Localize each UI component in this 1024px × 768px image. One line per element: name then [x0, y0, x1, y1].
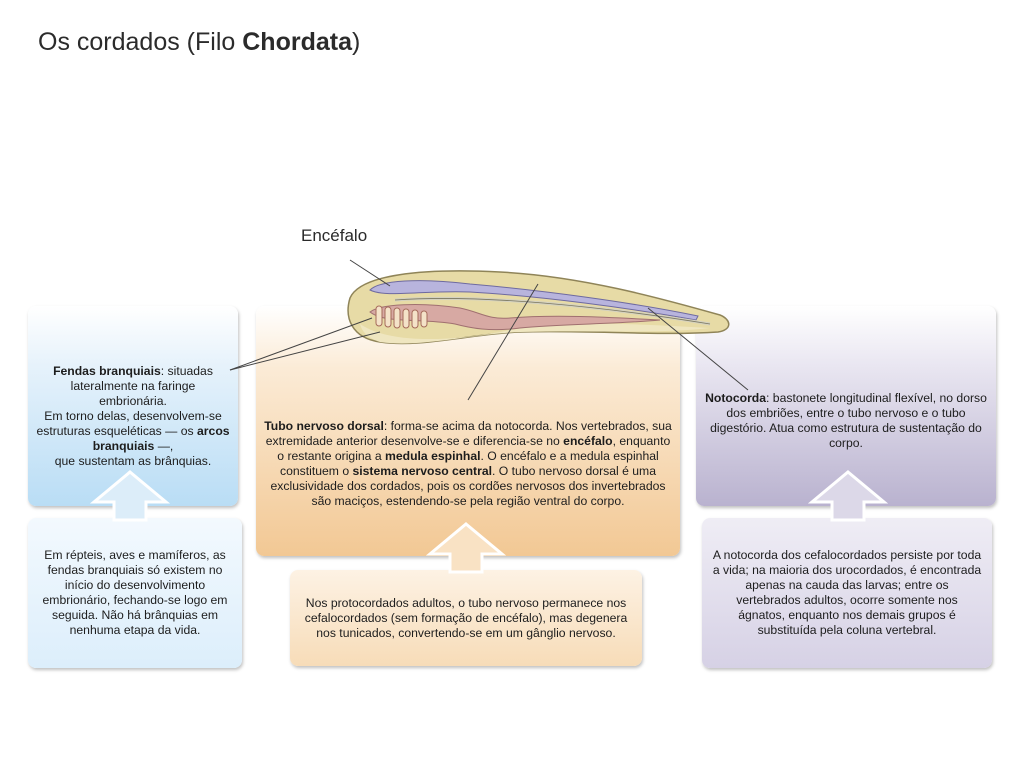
title-suffix: ) — [351, 28, 361, 56]
encefalo-term: encéfalo — [563, 433, 613, 448]
notocorda-desc: : bastonete longitudinal flexível, no do… — [710, 391, 987, 450]
label-encefalo: Encéfalo — [301, 226, 368, 245]
tubo-desc-1: : forma-se acima da notocorda. Nos verte… — [265, 418, 672, 448]
tubo-note-box: Nos protocordados adultos, o tubo nervos… — [290, 570, 642, 666]
fendas-text-3: que sustentam as brânquias. — [54, 453, 212, 468]
tubo-desc-3: . O encéfalo e a medula espinhal constit… — [280, 448, 659, 478]
chordate-embryo-illustration — [229, 259, 749, 401]
title-bold: Chordata — [242, 28, 352, 56]
page-title: Os cordados (Filo Chordata) — [38, 28, 360, 57]
snc-term: sistema nervoso central — [352, 463, 493, 478]
pointer-tubo — [467, 283, 539, 401]
notocorda-note-box: A notocorda dos cefalocordados persiste … — [702, 518, 992, 668]
gill-slits — [375, 305, 428, 329]
tubo-desc-2: , enquanto o restante origina a — [277, 433, 671, 463]
fendas-desc-3: —, — [154, 438, 174, 453]
fendas-desc-2: Em torno delas, desenvolvem-se estrutura… — [36, 408, 222, 438]
neural-tube — [369, 280, 699, 321]
pointer-fendas-1 — [229, 317, 373, 371]
pointer-encefalo — [349, 259, 391, 287]
fendas-desc: : situadas lateralmente na faringe embri… — [70, 363, 213, 408]
fendas-text-1: Fendas branquiais: situadas lateralmente… — [36, 364, 230, 409]
fendas-note-box: Em répteis, aves e mamíferos, as fendas … — [28, 518, 242, 668]
embryo-belly — [360, 323, 710, 344]
notocorda-text: Notocorda: bastonete longitudinal flexív… — [704, 391, 988, 451]
fendas-term: Fendas branquiais — [53, 363, 161, 378]
embryo-gut — [369, 304, 661, 331]
arrow-up-orange — [426, 522, 506, 574]
medula-term: medula espinhal — [385, 448, 481, 463]
pointer-notocorda — [647, 307, 749, 391]
notochord-outline — [394, 298, 711, 325]
tubo-note-text: Nos protocordados adultos, o tubo nervos… — [304, 595, 628, 640]
pointer-fendas-2 — [229, 331, 381, 371]
tubo-nervoso-box: Tubo nervoso dorsal: forma-se acima da n… — [256, 306, 680, 556]
arrow-up-blue — [90, 470, 170, 522]
tubo-term: Tubo nervoso dorsal — [264, 418, 384, 433]
arrow-up-purple — [808, 470, 888, 522]
tubo-desc-4: . O tubo nervoso dorsal é uma exclusivid… — [270, 463, 666, 508]
tubo-text: Tubo nervoso dorsal: forma-se acima da n… — [264, 419, 672, 509]
title-prefix: Os cordados (Filo — [38, 28, 243, 56]
fendas-note-text: Em répteis, aves e mamíferos, as fendas … — [42, 548, 228, 637]
arcos-term: arcos branquiais — [92, 423, 230, 453]
notocorda-term: Notocorda — [705, 391, 767, 405]
fendas-text-2: Em torno delas, desenvolvem-se estrutura… — [36, 409, 230, 454]
notocorda-note-text: A notocorda dos cefalocordados persiste … — [712, 548, 982, 637]
